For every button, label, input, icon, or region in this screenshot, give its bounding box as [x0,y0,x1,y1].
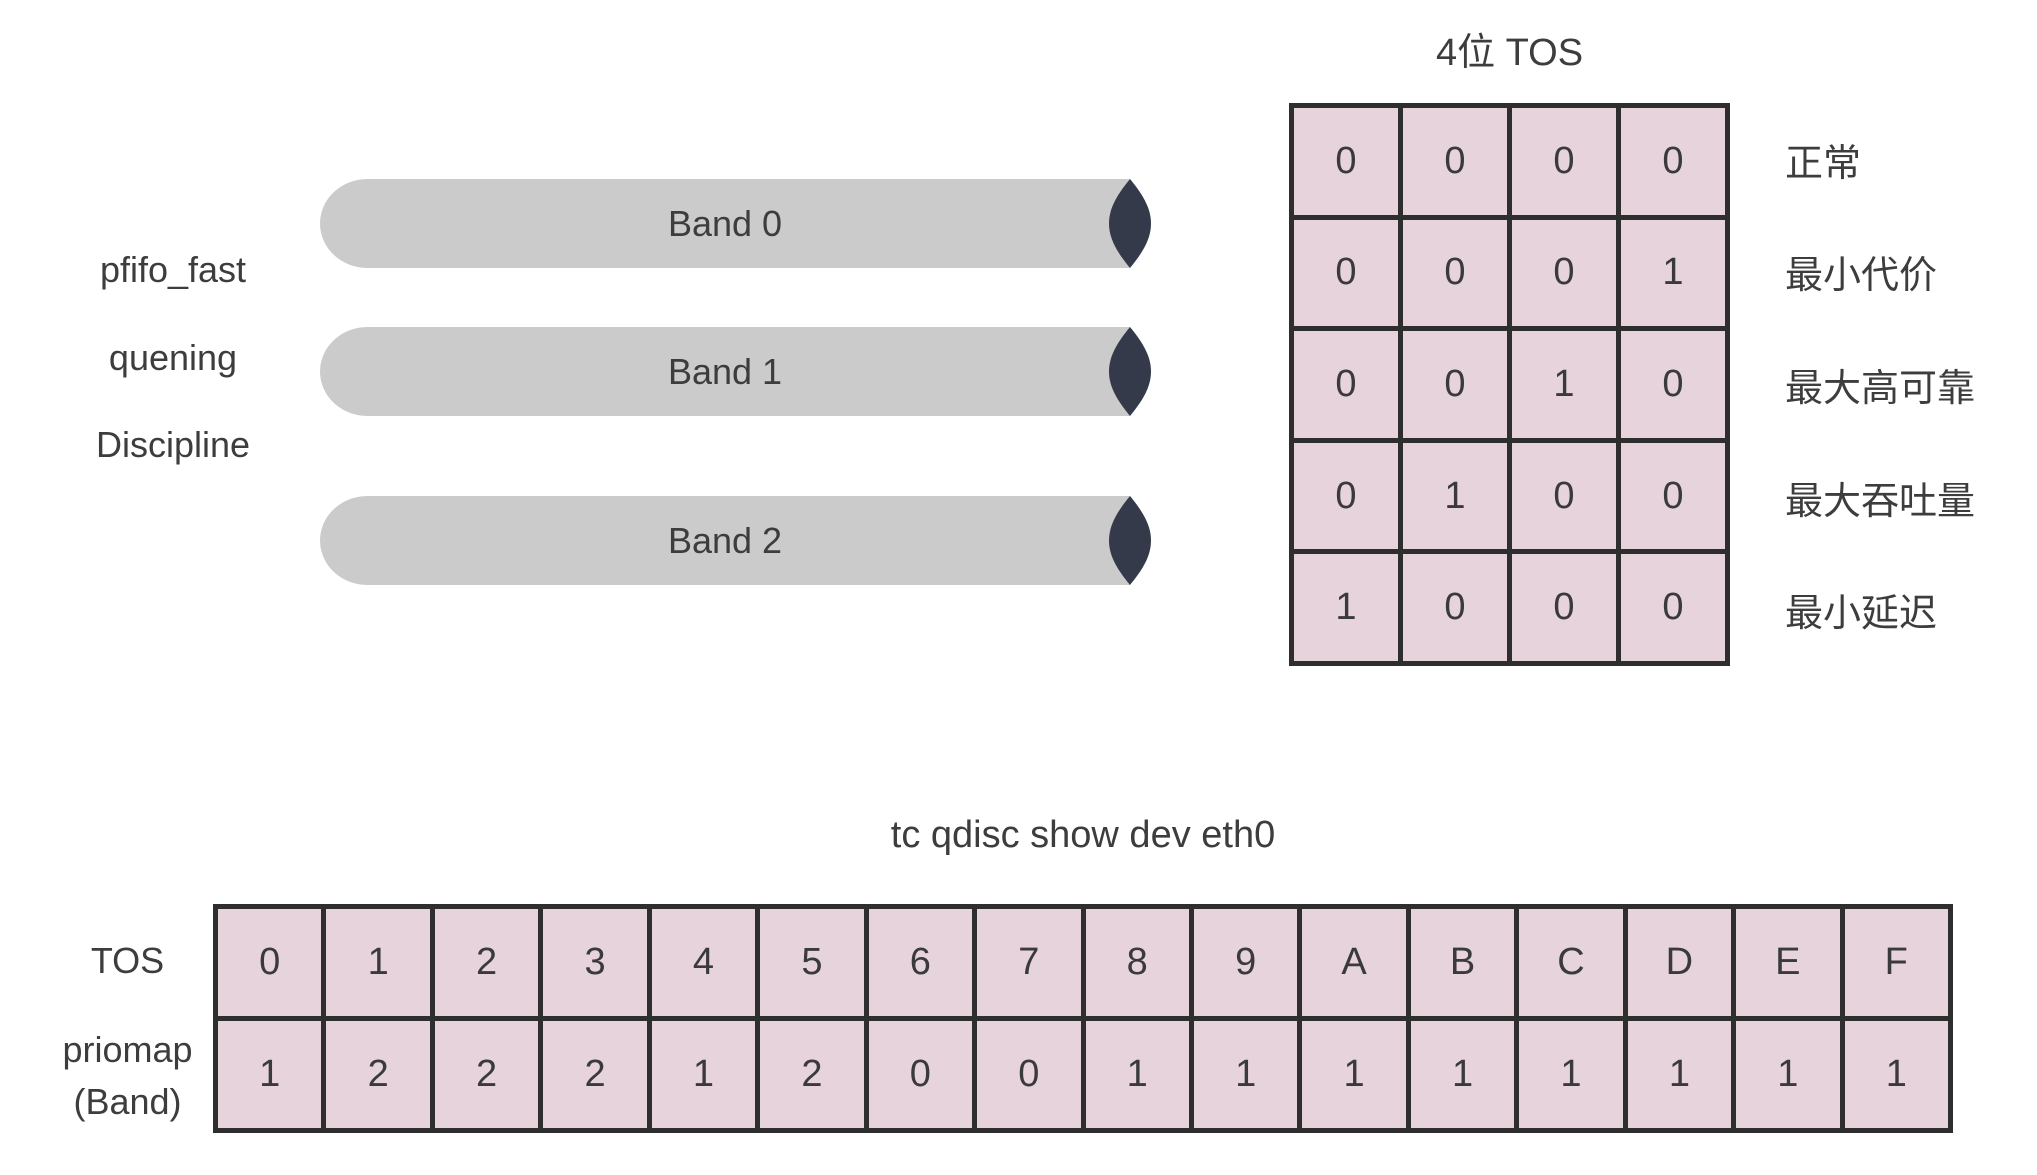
priomap-band-cell-7: 0 [977,1021,1081,1128]
tos-bit-cell-r2-c3: 0 [1621,331,1725,438]
priomap-row-label-line2: (Band) [73,1080,182,1122]
tos-bit-cell-r4-c2: 0 [1512,554,1616,661]
tos-bit-cell-r1-c1: 0 [1403,219,1507,327]
priomap-band-cell-0: 1 [218,1021,322,1128]
priomap-band-cell-8: 1 [1085,1021,1189,1128]
band-1-cylinder: Band 1 [320,327,1151,416]
priomap-band-cell-12: 1 [1519,1021,1623,1128]
priomap-row-labels: TOS priomap (Band) [45,904,210,1133]
tos-row-label-text: TOS [90,940,165,982]
tos-meaning-label-1: 最小代价 [1785,255,1938,298]
tos-meaning-label-3: 最大吞吐量 [1785,480,1976,523]
quening-label: quening [108,337,238,378]
tos-bit-cell-r0-c0: 0 [1294,108,1398,215]
tos-bit-cell-r1-c0: 0 [1294,219,1398,327]
band-1-label: Band 1 [667,350,783,392]
priomap-band-cell-10: 1 [1302,1021,1406,1128]
priomap-tos-cell-11: B [1410,909,1515,1016]
tos-meaning-label-2: 最大高可靠 [1785,367,1976,410]
priomap-band-cell-9: 1 [1193,1021,1298,1128]
tos-meaning-labels: 正常最小代价最大高可靠最大吞吐量最小延迟 [1785,103,2035,666]
priomap-tos-cell-1: 1 [326,909,430,1016]
discipline-label: Discipline [95,424,251,465]
tos-bit-cell-r4-c1: 0 [1403,554,1507,661]
priomap-tos-cell-7: 7 [977,909,1081,1016]
priomap-tos-cell-0: 0 [218,909,322,1016]
tos-bit-cell-r0-c1: 0 [1403,108,1507,215]
tos-meaning-label-4: 最小延迟 [1785,593,1938,636]
band-1-opening-icon [1109,327,1151,416]
tos-bit-cell-r3-c3: 0 [1621,442,1725,550]
band-0-opening-icon [1109,179,1151,268]
priomap-band-cell-15: 1 [1844,1021,1948,1128]
tos-bit-cell-r4-c0: 1 [1294,554,1398,661]
band-2-label: Band 2 [667,519,783,561]
priomap-row-label: priomap (Band) [45,1019,210,1134]
priomap-tos-cell-8: 8 [1085,909,1189,1016]
pfifo-fast-label: pfifo_fast [99,249,247,290]
priomap-band-cell-11: 1 [1410,1021,1515,1128]
priomap-tos-cell-10: A [1302,909,1406,1016]
tos-table-title: 4位 TOS [1435,32,1584,74]
band-2-cylinder: Band 2 [320,496,1151,585]
tos-bit-cell-r4-c3: 0 [1621,554,1725,661]
tos-bit-cell-r0-c3: 0 [1621,108,1725,215]
tos-bit-cell-r0-c2: 0 [1512,108,1616,215]
priomap-band-cell-2: 2 [434,1021,539,1128]
tos-row-label: TOS [45,904,210,1019]
tos-bit-cell-r3-c1: 1 [1403,442,1507,550]
priomap-band-cell-5: 2 [760,1021,864,1128]
priomap-tos-cell-4: 4 [651,909,756,1016]
band-0-cylinder: Band 0 [320,179,1151,268]
priomap-band-cell-4: 1 [651,1021,756,1128]
priomap-band-cell-1: 2 [326,1021,430,1128]
priomap-tos-cell-3: 3 [543,909,647,1016]
priomap-band-cell-13: 1 [1627,1021,1732,1128]
priomap-tos-cell-2: 2 [434,909,539,1016]
priomap-row-label-line1: priomap [62,1028,193,1070]
priomap-band-cell-3: 2 [543,1021,647,1128]
tos-bit-cell-r3-c2: 0 [1512,442,1616,550]
priomap-tos-cell-12: C [1519,909,1623,1016]
priomap-tos-cell-6: 6 [868,909,973,1016]
priomap-band-cell-6: 0 [868,1021,973,1128]
priomap-tos-cell-14: E [1736,909,1840,1016]
band-2-opening-icon [1109,496,1151,585]
priomap-table-title: tc qdisc show dev eth0 [890,814,1276,856]
priomap-tos-cell-5: 5 [760,909,864,1016]
band-0-label: Band 0 [667,202,783,244]
tos-bit-cell-r1-c3: 1 [1621,219,1725,327]
priomap-tos-cell-15: F [1844,909,1948,1016]
tos-bit-cell-r2-c0: 0 [1294,331,1398,438]
priomap-tos-cell-13: D [1627,909,1732,1016]
priomap-tos-cell-9: 9 [1193,909,1298,1016]
tos-bit-cell-r3-c0: 0 [1294,442,1398,550]
tos-bit-cell-r1-c2: 0 [1512,219,1616,327]
tos-meaning-label-0: 正常 [1785,142,1862,185]
tos-bit-cell-r2-c2: 1 [1512,331,1616,438]
priomap-band-cell-14: 1 [1736,1021,1840,1128]
tos-bit-cell-r2-c1: 0 [1403,331,1507,438]
